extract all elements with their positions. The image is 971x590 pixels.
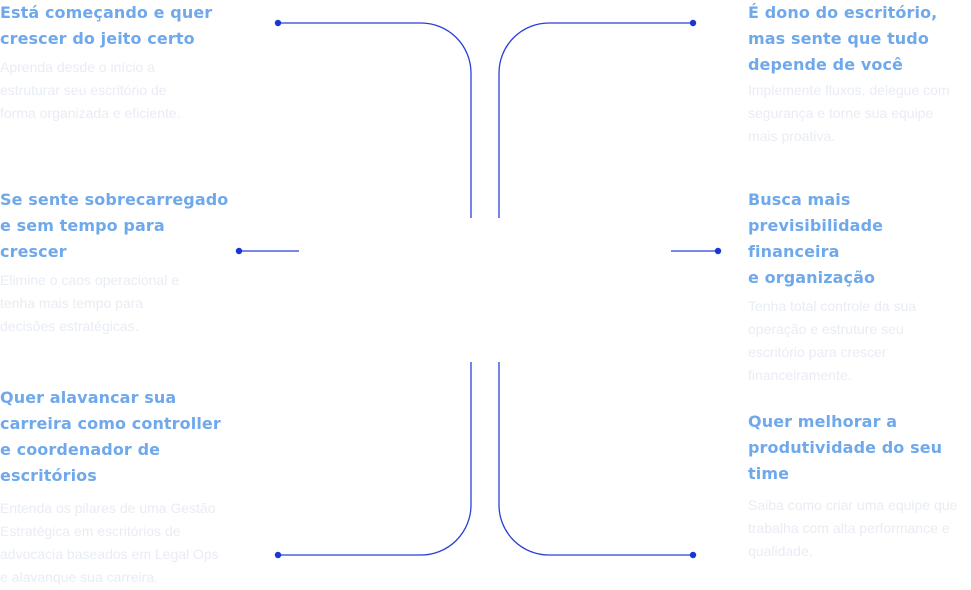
dot-top-right <box>689 19 697 27</box>
item-title: Quer alavancar sua carreira como control… <box>0 388 221 485</box>
item-bottom-left: Quer alavancar sua carreira como control… <box>0 385 240 589</box>
item-middle-left: Se sente sobrecarregado e sem tempo para… <box>0 187 240 338</box>
dot-bottom-left <box>274 551 282 559</box>
item-description: Entenda os pilares de uma Gestão Estraté… <box>0 500 219 585</box>
item-title: É dono do escritório, mas sente que tudo… <box>748 3 938 74</box>
item-middle-right: Busca mais previsibilidade financeira e … <box>748 187 971 387</box>
item-top-left: Está começando e quer crescer do jeito c… <box>0 0 240 125</box>
item-top-right: É dono do escritório, mas sente que tudo… <box>748 0 971 148</box>
item-title: Se sente sobrecarregado e sem tempo para… <box>0 190 229 261</box>
item-title: Quer melhorar a produtividade do seu tim… <box>748 412 943 483</box>
item-description: Implemente fluxos, delegue com segurança… <box>748 82 950 144</box>
connector-top-left <box>278 22 472 218</box>
item-description: Aprenda desde o início a estruturar seu … <box>0 59 181 121</box>
dot-middle-right <box>714 247 722 255</box>
item-title: Busca mais previsibilidade financeira e … <box>748 190 884 287</box>
connector-bottom-left <box>278 362 472 556</box>
item-title: Está começando e quer crescer do jeito c… <box>0 3 213 48</box>
item-description: Saiba como criar uma equipe que trabalha… <box>748 497 958 559</box>
connector-top-right <box>498 22 693 218</box>
item-description: Tenha total controle da sua operação e e… <box>748 298 917 383</box>
item-description: Elimine o caos operacional e tenha mais … <box>0 272 179 334</box>
connector-bottom-right <box>498 362 693 556</box>
item-bottom-right: Quer melhorar a produtividade do seu tim… <box>748 409 971 563</box>
dot-bottom-right <box>689 551 697 559</box>
dot-middle-left <box>235 247 243 255</box>
dot-top-left <box>274 19 282 27</box>
